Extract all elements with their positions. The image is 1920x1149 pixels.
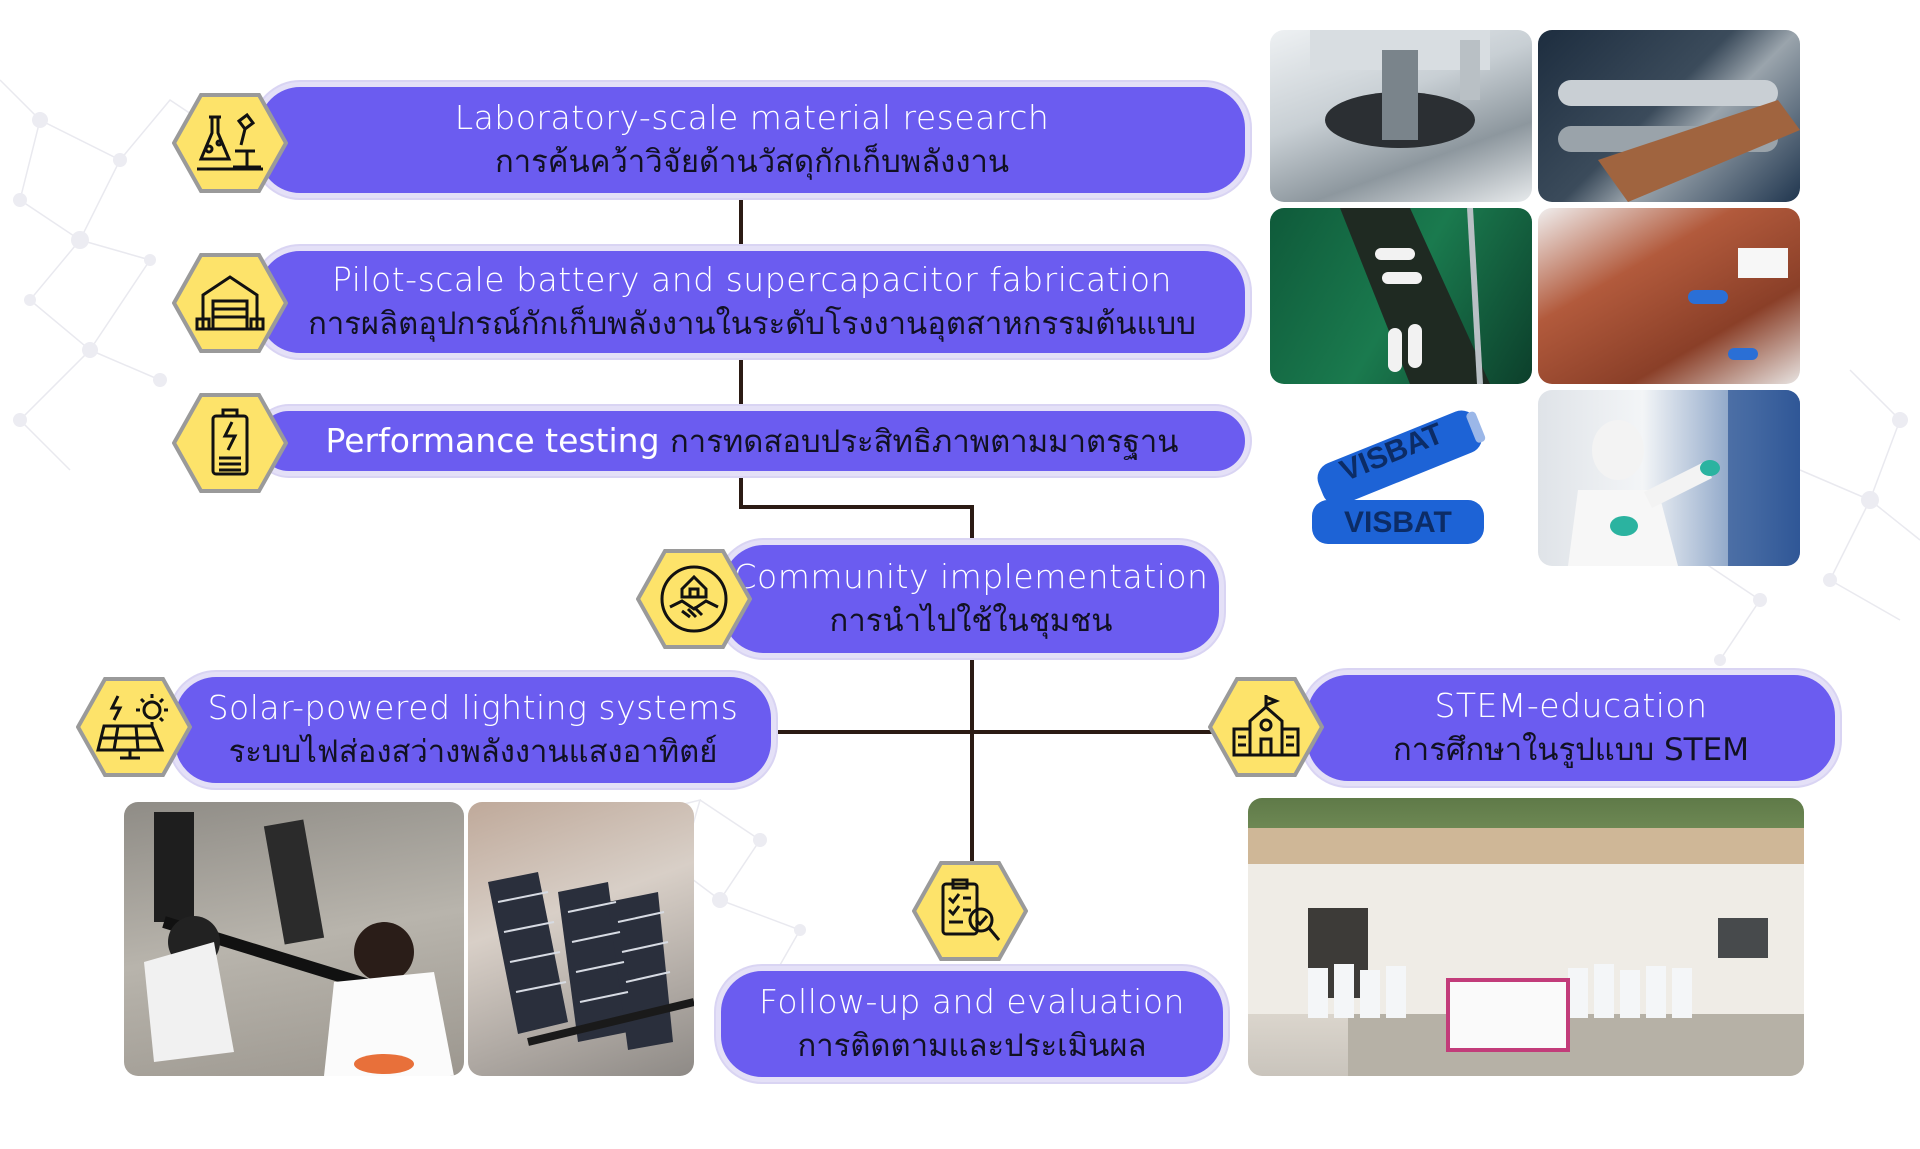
laboratory-flask-microscope-icon [172,92,288,194]
step-community-pill: Community implementation การนำไปใช้ในชุม… [718,540,1224,658]
step-testing-thai: การทดสอบประสิทธิภาพตามมาตรฐาน [670,423,1179,460]
step-lab-english: Laboratory-scale material research [454,98,1050,137]
solar-panel-sun-icon [76,676,192,778]
visbat-battery-image: VISBAT VISBAT [1304,396,1494,566]
photo-electrode-coater [1538,30,1800,202]
step-testing-line: Performance testing การทดสอบประสิทธิภาพต… [326,419,1179,464]
school-building-icon [1208,676,1324,778]
photo-lab-mixer [1270,30,1532,202]
step-solar-english: Solar-powered lighting systems [207,688,739,727]
step-pilot-english: Pilot-scale battery and supercapacitor f… [332,260,1172,299]
connector-testing-community [739,470,974,545]
step-lab-thai: การค้นคว้าวิจัยด้านวัสดุกักเก็บพลังงาน [494,144,1010,180]
step-testing-pill: Performance testing การทดสอบประสิทธิภาพต… [254,406,1250,476]
step-followup-pill: Follow-up and evaluation การติดตามและประ… [716,966,1228,1082]
step-solar-pill: Solar-powered lighting systems ระบบไฟส่อ… [170,672,776,788]
step-lab-pill: Laboratory-scale material research การค้… [254,82,1250,198]
step-followup-thai: การติดตามและประเมินผล [797,1028,1147,1064]
step-pilot-thai: การผลิตอุปกรณ์กักเก็บพลังงานในระดับโรงงา… [308,306,1196,342]
visbat-label-2: VISBAT [1344,506,1452,539]
photo-solar-assembly [124,802,464,1076]
step-solar-thai: ระบบไฟส่องสว่างพลังงานแสงอาทิตย์ [228,734,718,770]
checklist-magnifier-icon [912,860,1028,962]
photo-blue-cells-tray [1538,208,1800,384]
step-stem-pill: STEM-education การศึกษาในรูปแบบ STEM [1302,670,1840,786]
step-followup-english: Follow-up and evaluation [759,982,1185,1021]
factory-warehouse-icon [172,252,288,354]
step-community-thai: การนำไปใช้ในชุมชน [829,603,1113,639]
battery-checklist-icon [172,392,288,494]
step-stem-thai: การศึกษาในรูปแบบ STEM [1393,732,1749,768]
step-testing-english: Performance testing [325,420,660,460]
house-handshake-icon [636,548,752,650]
photo-stem-school-group [1248,798,1804,1076]
step-stem-english: STEM-education [1434,686,1708,725]
step-pilot-pill: Pilot-scale battery and supercapacitor f… [254,246,1250,358]
photo-conveyor-cells [1270,208,1532,384]
step-community-english: Community implementation [733,557,1209,596]
photo-solar-lamps [468,802,694,1076]
photo-cleanroom-researcher [1538,390,1800,566]
